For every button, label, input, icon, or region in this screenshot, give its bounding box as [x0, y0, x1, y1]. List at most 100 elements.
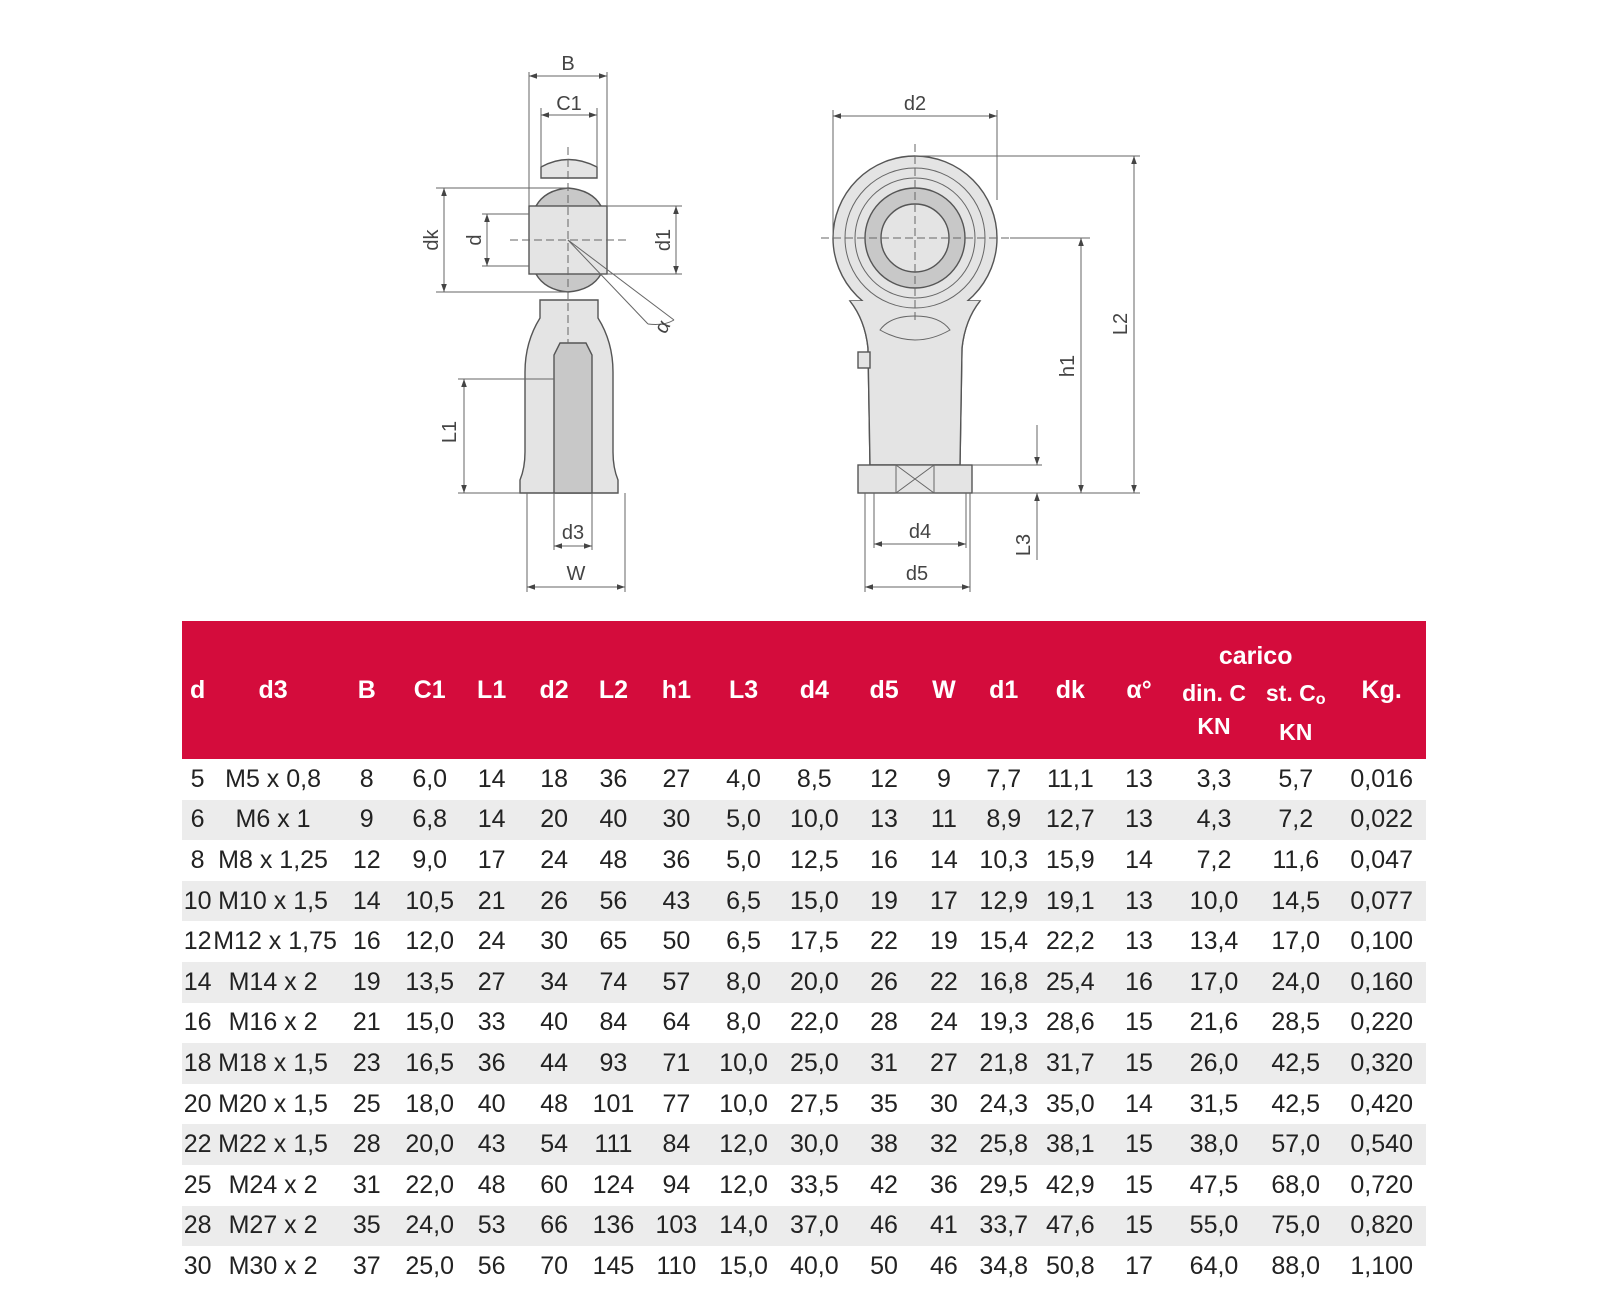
header-dk: dk: [1036, 621, 1105, 759]
cell-dk: 42,9: [1046, 1170, 1095, 1199]
cell-W: 17: [916, 880, 971, 922]
cell-d: 18: [182, 1043, 214, 1084]
cell-h1: 57: [643, 961, 710, 1003]
cell-d5: 38: [851, 1124, 917, 1165]
cell-C1: 10,5: [400, 880, 459, 922]
front-view: d2 L2 h1 L3 d4 d5: [821, 93, 1140, 592]
cell-d4: 37,0: [777, 1205, 852, 1247]
cell-d2: 44: [524, 1043, 584, 1084]
cell-d4: 22,0: [789, 1008, 839, 1037]
cell-d5: 19: [851, 880, 917, 922]
cell-dk: 15,9: [1046, 845, 1095, 874]
cell-h1: 84: [643, 1124, 710, 1165]
cell-kg: 0,720: [1350, 1170, 1413, 1199]
dim-label-d2: d2: [904, 93, 926, 115]
cell-d3: M5 x 0,8: [225, 764, 321, 793]
cell-dk: 12,7: [1036, 799, 1105, 841]
cell-kg: 0,160: [1337, 961, 1426, 1003]
cell-din-c: 4,3: [1173, 799, 1255, 841]
cell-st-c: 17,0: [1271, 927, 1321, 956]
cell-L3: 4,0: [726, 764, 761, 793]
cell-dk: 19,1: [1036, 880, 1105, 922]
cell-L2: 136: [583, 1205, 644, 1247]
cell-L2: 40: [583, 799, 644, 841]
cell-d4: 33,5: [789, 1170, 839, 1199]
cell-d5: 28: [870, 1008, 898, 1037]
cell-alpha: 15: [1104, 1205, 1174, 1247]
cell-alpha: 15: [1104, 1124, 1174, 1165]
cell-B: 14: [332, 880, 401, 922]
cell-d1: 34,8: [979, 1251, 1029, 1280]
cell-h1: 110: [656, 1251, 697, 1280]
cell-kg: 0,320: [1337, 1043, 1426, 1084]
cell-d3: M18 x 1,5: [213, 1043, 333, 1084]
cell-d2: 18: [540, 764, 568, 793]
cell-L3: 14,0: [709, 1205, 778, 1247]
cell-d1: 29,5: [979, 1170, 1029, 1199]
cell-W: 22: [916, 961, 971, 1003]
cell-d1: 33,7: [970, 1205, 1037, 1247]
cell-kg: 0,540: [1337, 1124, 1426, 1165]
cell-alpha: 15: [1125, 1008, 1153, 1037]
cell-d: 10: [182, 880, 214, 922]
cell-B: 23: [332, 1043, 401, 1084]
cell-st-c: 42,5: [1271, 1089, 1321, 1118]
cell-d1: 7,7: [986, 764, 1022, 793]
cell-d3: M24 x 2: [228, 1170, 318, 1199]
cell-B: 31: [352, 1170, 381, 1199]
cell-L2: 48: [599, 845, 628, 874]
header-C1: C1: [400, 621, 459, 759]
cell-alpha: 14: [1125, 1089, 1153, 1118]
cell-st-c: 28,5: [1271, 1008, 1321, 1037]
cell-d5: 16: [870, 845, 898, 874]
cell-d3: M20 x 1,5: [218, 1089, 328, 1118]
cell-B: 21: [352, 1008, 381, 1037]
cell-dk: 38,1: [1036, 1124, 1105, 1165]
dim-label-d5: d5: [906, 563, 928, 585]
header-kg: Kg.: [1337, 621, 1426, 759]
cell-dk: 22,2: [1046, 927, 1095, 956]
spec-table: d d3 B C1 L1 d2 L2 h1 L3 d4 d5 W d1 dk α…: [182, 621, 1426, 1287]
cell-L1: 48: [477, 1170, 506, 1199]
cell-st-c: 24,0: [1254, 961, 1338, 1003]
cell-din-c: 7,2: [1196, 845, 1232, 874]
cell-st-c: 68,0: [1271, 1170, 1321, 1199]
header-W: W: [916, 621, 971, 759]
cell-L2: 124: [592, 1170, 635, 1199]
cell-d4: 25,0: [777, 1043, 852, 1084]
cell-d3: M14 x 2: [213, 961, 333, 1003]
cell-B: 25: [352, 1089, 381, 1118]
cell-C1: 16,5: [400, 1043, 459, 1084]
cell-C1: 24,0: [400, 1205, 459, 1247]
cell-din-c: 38,0: [1173, 1124, 1255, 1165]
cell-C1: 6,8: [400, 799, 459, 841]
dim-label-alpha: α: [650, 316, 675, 337]
cell-d1: 25,8: [970, 1124, 1037, 1165]
cell-dk: 47,6: [1036, 1205, 1105, 1247]
cell-B: 28: [332, 1124, 401, 1165]
cell-d5: 12: [870, 764, 898, 793]
cell-d: 12: [183, 927, 212, 956]
header-st-c: st. Co KN: [1254, 673, 1338, 759]
header-L2: L2: [583, 621, 644, 759]
cell-alpha: 14: [1125, 845, 1153, 874]
cell-kg: 0,820: [1337, 1205, 1426, 1247]
dim-label-B: B: [561, 53, 574, 75]
cell-d2: 24: [540, 845, 568, 874]
cell-din-c: 64,0: [1189, 1251, 1239, 1280]
cell-h1: 50: [662, 927, 691, 956]
cell-d: 5: [190, 764, 205, 793]
cell-L3: 12,0: [719, 1170, 768, 1199]
cell-d5: 42: [870, 1170, 898, 1199]
cell-d3: M10 x 1,5: [213, 880, 333, 922]
cell-h1: 30: [643, 799, 710, 841]
header-d5: d5: [851, 621, 917, 759]
cell-d: 22: [182, 1124, 214, 1165]
side-view: B C1 dk d d1 α L1 d3: [421, 53, 682, 592]
cell-d5: 22: [870, 927, 898, 956]
header-carico: carico: [1173, 621, 1338, 673]
cell-L3: 12,0: [709, 1124, 778, 1165]
